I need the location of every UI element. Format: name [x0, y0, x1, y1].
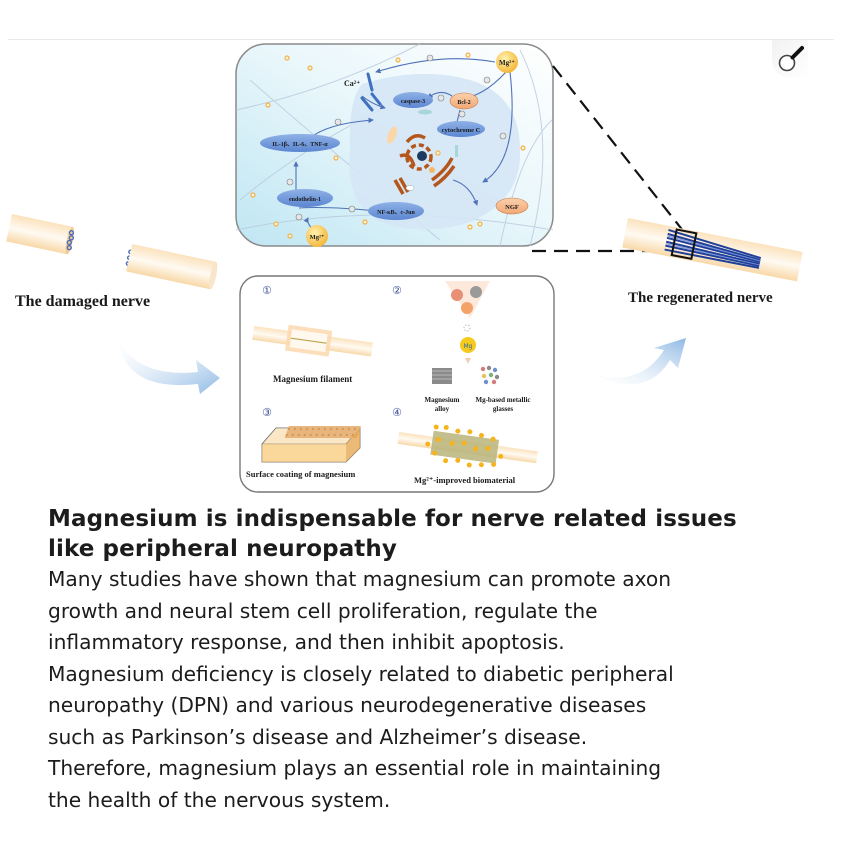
item-3-number: ③ — [262, 406, 272, 419]
ca-ion-label: Ca²⁺ — [344, 79, 360, 88]
node-endothelin-1: endothelin-1 — [277, 189, 333, 207]
item-4-label: Mg²⁺-improved biomaterial — [414, 475, 516, 485]
regenerated-nerve-label: The regenerated nerve — [628, 290, 773, 306]
item-2-number: ② — [392, 284, 402, 297]
magnifier-icon — [778, 46, 804, 72]
node-nfkb-cjun: NF-κB、c-Jun — [368, 202, 424, 220]
nerve-regeneration-figure: The damaged nerve — [6, 43, 803, 493]
body-line: neuropathy (DPN) and various neurodegene… — [48, 693, 647, 717]
cell-pathway-panel: Ca²⁺ caspase-3 Bcl-2 — [235, 43, 554, 247]
svg-text:cytochrome C: cytochrome C — [442, 127, 481, 134]
zoom-callout-lines — [532, 65, 685, 253]
node-cytokines: IL-1β、IL-6、TNF-α — [260, 134, 340, 152]
damaged-nerve-label: The damaged nerve — [15, 293, 150, 310]
item-4-number: ④ — [392, 406, 402, 419]
svg-text:caspase-3: caspase-3 — [401, 99, 425, 105]
svg-text:NGF: NGF — [505, 204, 519, 211]
svg-text:Bcl-2: Bcl-2 — [457, 100, 470, 106]
item-1-number: ① — [262, 284, 272, 297]
svg-text:NF-κB、c-Jun: NF-κB、c-Jun — [377, 210, 415, 216]
body-line: Magnesium deficiency is closely related … — [48, 661, 674, 686]
body-line: Many studies have shown that magnesium c… — [48, 567, 672, 591]
body-line: inflammatory response, and then inhibit … — [48, 630, 565, 654]
top-divider — [8, 39, 834, 40]
item-2-label-alloy: Magnesium — [425, 396, 460, 404]
svg-text:endothelin-1: endothelin-1 — [289, 197, 321, 203]
svg-text:Mg²⁺: Mg²⁺ — [310, 234, 325, 241]
body-line: the health of the nervous system. — [48, 787, 391, 812]
item-1-label: Magnesium filament — [273, 374, 352, 384]
mg-biomaterial-illustration — [397, 424, 538, 468]
node-bcl-2: Bcl-2 — [449, 92, 479, 110]
magnesium-alloy-funnel: Mg — [432, 281, 500, 385]
damaged-nerve-illustration — [6, 214, 218, 290]
mg-ion-bottom: Mg²⁺ — [306, 225, 328, 247]
node-caspase-3: caspase-3 — [393, 92, 433, 108]
item-2-label-glasses-2: glasses — [493, 405, 514, 413]
svg-text:Mg: Mg — [464, 343, 473, 350]
body-line: such as Parkinson’s disease and Alzheime… — [48, 724, 588, 749]
regenerated-nerve-illustration — [622, 218, 803, 282]
article-title: Magnesium is indispensable for nerve rel… — [48, 504, 828, 564]
body-line: Therefore, magnesium plays an essential … — [48, 756, 662, 780]
body-line: growth and neural stem cell proliferatio… — [48, 598, 598, 623]
article-body: Many studies have shown that magnesium c… — [48, 564, 828, 816]
mg-ion-top: Mg²⁺ — [496, 51, 518, 73]
item-3-label: Surface coating of magnesium — [246, 469, 355, 479]
curved-arrow-left — [118, 340, 220, 394]
magnesium-strategies-panel: ① Magnesium filament ② Mg — [239, 275, 555, 493]
svg-text:IL-1β、IL-6、TNF-α: IL-1β、IL-6、TNF-α — [272, 142, 328, 148]
node-cytochrome-c: cytochrome C — [437, 121, 485, 137]
article-title-line-1: Magnesium is indispensable for nerve rel… — [48, 506, 737, 532]
curved-arrow-right — [592, 338, 686, 385]
item-2-label-alloy-2: alloy — [435, 405, 450, 413]
surface-coating-illustration — [261, 426, 361, 463]
article-section: Magnesium is indispensable for nerve rel… — [48, 504, 828, 816]
article-title-line-2: like peripheral neuropathy — [48, 536, 397, 562]
svg-text:Mg²⁺: Mg²⁺ — [499, 59, 515, 67]
magnesium-filament-illustration — [252, 324, 373, 357]
node-ngf: NGF — [495, 197, 529, 215]
item-2-label-glasses: Mg-based metallic — [475, 396, 530, 404]
zoom-image-button[interactable] — [772, 40, 808, 78]
